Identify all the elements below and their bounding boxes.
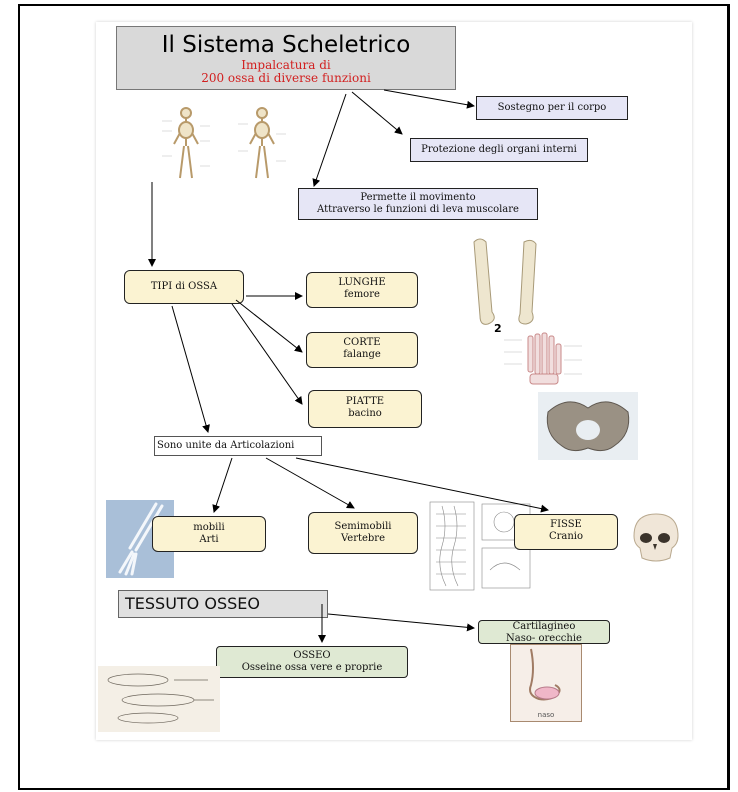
pelvis-image — [538, 392, 638, 460]
femur-image — [466, 236, 546, 328]
title-subtitle-2: 200 ossa di diverse funzioni — [201, 71, 371, 85]
mobili-line-2: Arti — [199, 534, 219, 545]
sostegno-box: Sostegno per il corpo — [476, 96, 628, 120]
title-box: Il Sistema Scheletrico Impalcatura di 20… — [116, 26, 456, 90]
tessuto-osseo-label: TESSUTO OSSEO — [125, 594, 260, 613]
corte-line-2: falange — [343, 349, 381, 360]
corte-line-1: CORTE — [343, 337, 381, 348]
nose-image: naso — [510, 644, 582, 722]
movimento-box: Permette il movimento Attraverso le funz… — [298, 188, 538, 220]
fisse-box: FISSE Cranio — [514, 514, 618, 550]
skull-image — [626, 512, 682, 564]
tessuto-osseo-box: TESSUTO OSSEO — [118, 590, 328, 618]
piatte-line-1: PIATTE — [345, 396, 385, 407]
cartilagineo-line-2: Naso- orecchie — [506, 633, 582, 644]
protezione-box: Protezione degli organi interni — [410, 138, 588, 162]
semimobili-line-1: Semimobili — [334, 521, 392, 532]
articolazioni-box: Sono unite da Articolazioni — [154, 436, 322, 456]
protezione-label: Protezione degli organi interni — [421, 144, 577, 155]
naso-caption: naso — [537, 711, 555, 719]
sostegno-label: Sostegno per il corpo — [497, 102, 607, 113]
semimobili-box: Semimobili Vertebre — [308, 512, 418, 554]
osseo-line-1: OSSEO — [293, 650, 331, 661]
mobili-box: mobili Arti — [152, 516, 266, 552]
piatte-box: PIATTE bacino — [308, 390, 422, 428]
cartilagineo-box: Cartilagineo Naso- orecchie — [478, 620, 610, 644]
corte-box: CORTE falange — [306, 332, 418, 368]
fisse-line-2: Cranio — [548, 531, 584, 542]
skeleton-front-image — [160, 106, 212, 182]
movimento-line-2: Attraverso le funzioni di leva muscolare — [317, 204, 519, 215]
title-main: Il Sistema Scheletrico — [161, 32, 411, 58]
title-subtitle-1: Impalcatura di — [241, 58, 331, 72]
articolazioni-label: Sono unite da Articolazioni — [157, 440, 295, 451]
hand-bones-image — [502, 330, 584, 388]
skeleton-back-image — [236, 106, 288, 182]
piatte-line-2: bacino — [348, 408, 382, 419]
bone-tissue-sketch-image — [98, 666, 220, 732]
fisse-line-1: FISSE — [550, 519, 582, 530]
osseo-box: OSSEO Osseine ossa vere e proprie — [216, 646, 408, 678]
lunghe-line-2: femore — [344, 289, 380, 300]
vertebrae-diagram-image — [428, 500, 536, 592]
mobili-line-1: mobili — [193, 522, 225, 533]
lunghe-box: LUNGHE femore — [306, 272, 418, 308]
movimento-line-1: Permette il movimento — [360, 192, 476, 203]
tipi-ossa-label: TIPI di OSSA — [150, 281, 218, 292]
cartilagineo-line-1: Cartilagineo — [512, 621, 576, 632]
bone-number-label: 2 — [494, 322, 502, 335]
semimobili-line-2: Vertebre — [340, 533, 386, 544]
tipi-ossa-box: TIPI di OSSA — [124, 270, 244, 304]
lunghe-line-1: LUNGHE — [338, 277, 386, 288]
osseo-line-2: Osseine ossa vere e proprie — [241, 662, 383, 673]
